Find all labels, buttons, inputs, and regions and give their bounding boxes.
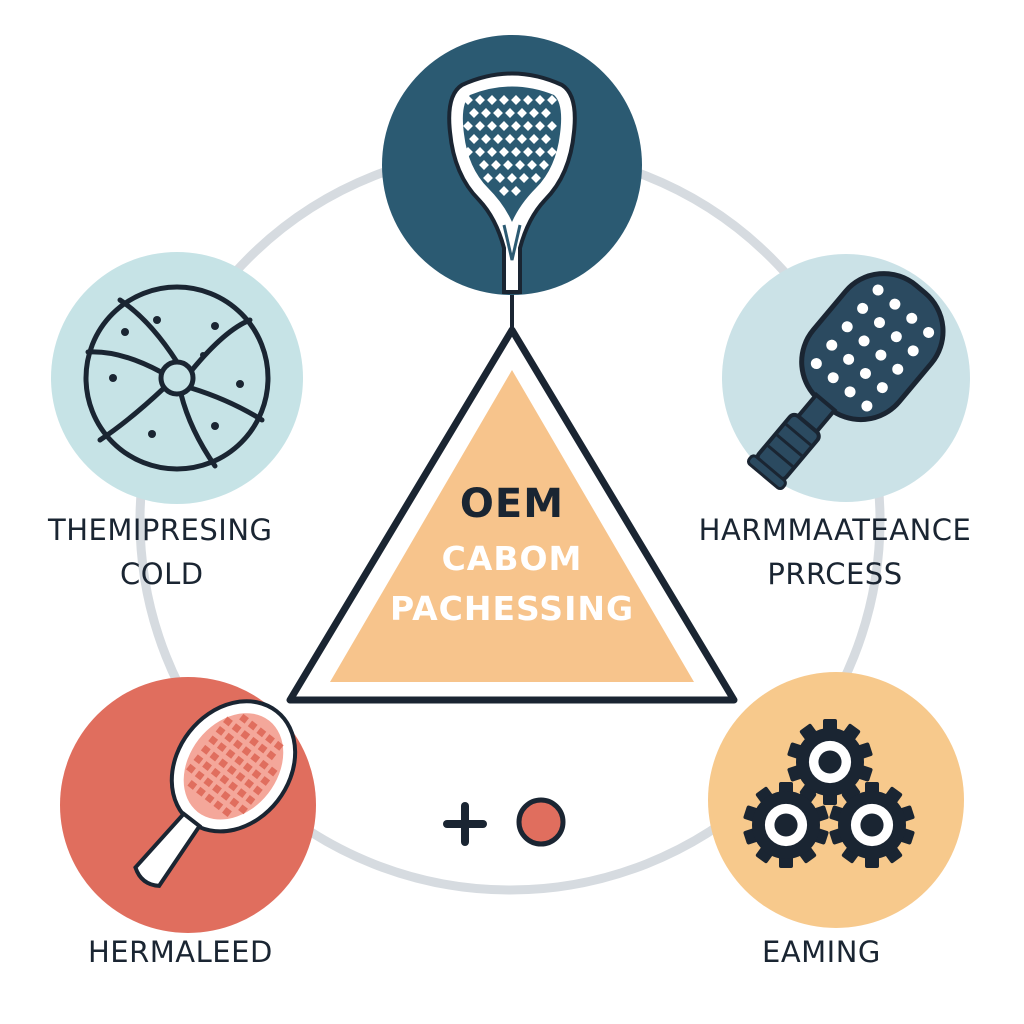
gears-icon bbox=[743, 719, 915, 868]
paddle-mesh-icon bbox=[447, 71, 577, 294]
node-top bbox=[382, 35, 642, 295]
wheel-dots bbox=[109, 316, 244, 438]
center-subtitle-line2: PACHESSING bbox=[389, 589, 635, 628]
label-bottom-left-text: HERMALEED bbox=[88, 935, 273, 969]
center-title: OEM bbox=[459, 481, 565, 527]
racquet-icon bbox=[133, 699, 298, 888]
center-subtitle-line1: CABOM bbox=[441, 539, 583, 578]
label-top-right-line2: PRRCESS bbox=[767, 557, 903, 591]
label-top-left-line1: THEMIPRESING bbox=[48, 513, 273, 547]
label-bottom-left: HERMALEED bbox=[88, 930, 273, 974]
label-top-right-line1: HARMMAATEANCE bbox=[698, 513, 972, 547]
label-top-left-line2: COLD bbox=[120, 557, 204, 591]
node-top-right bbox=[722, 254, 970, 502]
plus-icon bbox=[443, 802, 487, 846]
center-caption: OEM CABOM PACHESSING bbox=[362, 474, 662, 634]
label-top-right: HARMMAATEANCE PRRCESS bbox=[690, 508, 980, 596]
label-bottom-right: EAMING bbox=[762, 930, 881, 974]
pickleball-paddle-icon bbox=[747, 271, 946, 491]
node-top-left bbox=[51, 252, 303, 504]
node-bottom-left bbox=[60, 677, 316, 933]
node-bottom-right bbox=[708, 672, 964, 928]
label-bottom-right-text: EAMING bbox=[762, 935, 881, 969]
label-top-left: THEMIPRESING COLD bbox=[48, 508, 273, 596]
center-triangle bbox=[286, 326, 738, 704]
dot-icon bbox=[516, 797, 566, 847]
wheel-fan-icon bbox=[83, 284, 271, 472]
